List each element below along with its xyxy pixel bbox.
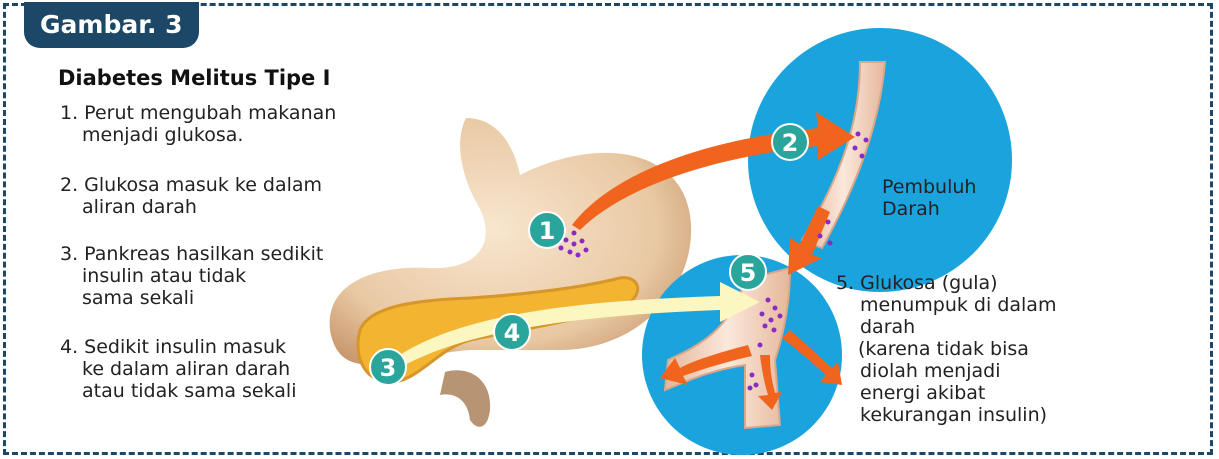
figure-frame — [3, 3, 1213, 455]
step-5-line1: 5. Glukosa (gula) — [836, 272, 998, 294]
step-5-line4: (karena tidak bisa — [858, 338, 1029, 360]
step-3: 3. Pankreas hasilkan sedikit insulin ata… — [60, 243, 323, 309]
glucose-dots-stomach — [558, 230, 589, 258]
figure-label: Gambar. 3 — [24, 2, 199, 48]
step-2: 2. Glukosa masuk ke dalam aliran darah — [60, 174, 322, 218]
step-1-line1: 1. Perut mengubah makanan — [60, 102, 337, 124]
step-5-line6: energi akibat — [860, 382, 986, 404]
vessel-upper — [800, 61, 887, 250]
figure-title: Diabetes Melitus Tipe I — [58, 66, 331, 90]
step-4-line2: ke dalam aliran darah — [82, 358, 291, 380]
marker-5-label: 5 — [740, 259, 757, 287]
glucose-dots-upper — [817, 131, 869, 246]
step-3-line3: sama sekali — [82, 287, 195, 309]
vessel-lower — [663, 266, 792, 430]
marker-4-label: 4 — [504, 319, 521, 347]
marker-5: 5 — [729, 253, 767, 291]
arrow-vessel-down — [788, 206, 830, 275]
marker-3: 3 — [369, 348, 407, 386]
step-5-line5: diolah menjadi — [860, 360, 1001, 382]
marker-1: 1 — [528, 211, 566, 249]
marker-3-label: 3 — [380, 354, 397, 382]
step-5-line3: darah — [860, 316, 916, 338]
step-1-line2: menjadi glukosa. — [82, 124, 244, 146]
arrow-out-right — [782, 330, 842, 385]
step-5: 5. Glukosa (gula) menumpuk di dalam dara… — [836, 272, 1056, 426]
vessel-label-line1: Pembuluh — [882, 176, 977, 198]
marker-1-label: 1 — [539, 217, 556, 245]
marker-2: 2 — [771, 123, 809, 161]
arrow-out-down — [758, 355, 782, 410]
marker-4: 4 — [493, 313, 531, 351]
step-3-line1: 3. Pankreas hasilkan sedikit — [60, 243, 324, 265]
arrow-out-left — [660, 345, 752, 385]
step-3-line2: insulin atau tidak — [82, 265, 247, 287]
step-2-line1: 2. Glukosa masuk ke dalam — [60, 174, 323, 196]
glucose-dots-lower — [747, 297, 783, 391]
vessel-label: Pembuluh Darah — [882, 176, 976, 220]
insulin-arrow — [400, 282, 760, 365]
step-4: 4. Sedikit insulin masuk ke dalam aliran… — [60, 336, 296, 402]
marker-2-label: 2 — [782, 129, 799, 157]
step-5-line7: kekurangan insulin) — [860, 404, 1048, 426]
step-4-line1: 4. Sedikit insulin masuk — [60, 336, 287, 358]
duodenum — [440, 370, 491, 427]
step-5-line2: menumpuk di dalam — [860, 294, 1057, 316]
step-4-line3: atau tidak sama sekali — [82, 380, 297, 402]
step-1: 1. Perut mengubah makanan menjadi glukos… — [60, 102, 336, 146]
vessel-label-line2: Darah — [882, 198, 940, 220]
step-2-line2: aliran darah — [82, 196, 197, 218]
